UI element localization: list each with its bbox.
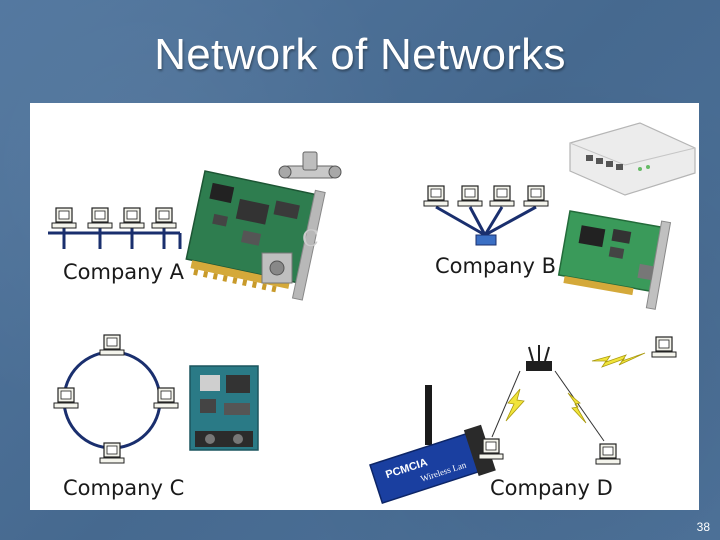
pcmcia-wireless-card-image: PCMCIA Wireless Lan	[369, 385, 496, 504]
company-a-bus-network	[48, 207, 182, 249]
company-c-computer-icon-top	[99, 334, 125, 356]
lightning-icon-3	[567, 392, 587, 424]
company-c-computer-icon-right	[153, 387, 179, 409]
company-a-computer-icon-3	[119, 207, 145, 229]
lightning-icon-1	[591, 352, 646, 368]
lightning-icon-2	[505, 388, 525, 422]
token-ring-adapter-image	[189, 365, 259, 451]
company-b-computer-icon-4	[523, 185, 549, 207]
ethernet-switch-image	[569, 122, 696, 196]
company-a-computer-icon-1	[51, 207, 77, 229]
network-diagram: C	[48, 122, 696, 504]
page-number: 38	[696, 520, 710, 534]
company-c-ring-network	[53, 334, 179, 464]
company-a-computer-icon-2	[87, 207, 113, 229]
slide-title: Network of Networks	[154, 30, 566, 79]
company-d-computer-icon-bottom	[595, 443, 621, 465]
company-d-computer-icon-left	[478, 438, 504, 460]
company-b-computer-icon-3	[489, 185, 515, 207]
company-b-computer-icon-2	[457, 185, 483, 207]
company-b-label: Company B	[435, 254, 556, 278]
company-d-computer-icon-right	[651, 336, 677, 358]
company-c-label: Company C	[63, 476, 185, 500]
svg-text:C: C	[302, 227, 319, 252]
isa-network-card-image: C	[185, 151, 342, 301]
content-panel: C	[30, 103, 699, 510]
company-c-computer-icon-bottom	[99, 442, 125, 464]
company-a-label: Company A	[63, 260, 184, 284]
company-d-label: Company D	[490, 476, 613, 500]
pci-network-card-image	[557, 210, 672, 310]
company-b-computer-icon-1	[423, 185, 449, 207]
company-b-star-network	[423, 185, 549, 246]
company-a-computer-icon-4	[151, 207, 177, 229]
wireless-access-point-icon	[526, 361, 552, 371]
company-c-computer-icon-left	[53, 387, 79, 409]
company-b-hub	[475, 234, 497, 246]
company-d-wireless-network	[478, 336, 677, 465]
